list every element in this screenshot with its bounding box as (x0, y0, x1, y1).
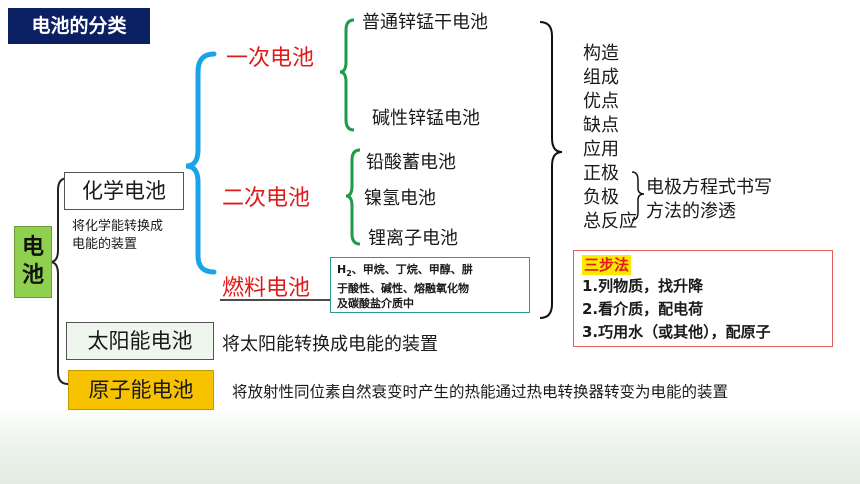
three-steps-title: 三步法 (582, 255, 632, 275)
aspect-overall-reaction: 总反应 (583, 211, 637, 232)
solar-battery-description: 将太阳能转换成电能的装置 (222, 334, 438, 355)
step-3: 3.巧用水（或其他），配原子 (582, 323, 771, 341)
electrode-note-line-2: 方法的渗透 (646, 201, 736, 222)
aspect-positive-electrode: 正极 (583, 163, 619, 184)
fuel-battery-description: H2、甲烷、丁烷、甲醇、肼 于酸性、碱性、熔融氧化物 及碳酸盐介质中 (330, 257, 530, 313)
step-1: 1.列物质，找升降 (582, 277, 704, 295)
root-char-1: 电 (21, 235, 44, 260)
atomic-battery-description: 将放射性同位素自然衰变时产生的热能通过热电转换器转变为电能的装置 (232, 383, 729, 401)
step-2: 2.看介质，配电荷 (582, 300, 704, 318)
fuel-desc-line-3: 及碳酸盐介质中 (337, 297, 414, 311)
aspect-disadvantages: 缺点 (583, 115, 619, 136)
fuel-desc-line-1: H2、甲烷、丁烷、甲醇、肼 (337, 262, 523, 281)
secondary-item-lead-acid: 铅酸蓄电池 (366, 152, 456, 173)
fuel-desc-sub: 2 (346, 269, 352, 279)
aspect-structure: 构造 (583, 43, 619, 64)
electrode-equation-note: 电极方程式书写 方法的渗透 (646, 176, 772, 224)
chemical-note-line-1: 将化学能转换成 (72, 219, 164, 234)
three-steps-box: 三步法 1.列物质，找升降 2.看介质，配电荷 3.巧用水（或其他），配原子 (573, 250, 833, 347)
fuel-desc-rest: 、甲烷、丁烷、甲醇、肼 (351, 263, 473, 276)
secondary-battery-label: 二次电池 (222, 186, 311, 211)
root-char-2: 池 (21, 263, 44, 288)
secondary-item-nickel-hydrogen: 镍氢电池 (364, 188, 436, 209)
aspect-advantages: 优点 (583, 91, 619, 112)
atomic-battery-node: 原子能电池 (68, 370, 214, 410)
fuel-desc-line-2: 于酸性、碱性、熔融氧化物 (337, 282, 469, 296)
aspect-composition: 组成 (583, 67, 619, 88)
chemical-battery-note: 将化学能转换成 电能的装置 (72, 218, 163, 254)
chemical-note-line-2: 电能的装置 (72, 237, 138, 252)
chemical-battery-node: 化学电池 (64, 172, 184, 210)
primary-battery-label: 一次电池 (226, 46, 315, 71)
footer-band (0, 405, 860, 484)
fuel-battery-label: 燃料电池 (222, 276, 311, 301)
aspects-list: 构造 组成 优点 缺点 应用 正极 负极 总反应 (583, 42, 637, 234)
primary-item-zinc-manganese: 普通锌锰干电池 (362, 12, 488, 33)
primary-item-alkaline: 碱性锌锰电池 (372, 108, 480, 129)
aspect-application: 应用 (583, 139, 619, 160)
root-node-battery: 电 池 (14, 226, 52, 298)
electrode-note-line-1: 电极方程式书写 (646, 177, 772, 198)
solar-battery-node: 太阳能电池 (66, 322, 214, 360)
secondary-item-lithium-ion: 锂离子电池 (368, 228, 458, 249)
page-title: 电池的分类 (8, 8, 150, 44)
fuel-desc-h: H (337, 263, 347, 276)
aspect-negative-electrode: 负极 (583, 187, 619, 208)
